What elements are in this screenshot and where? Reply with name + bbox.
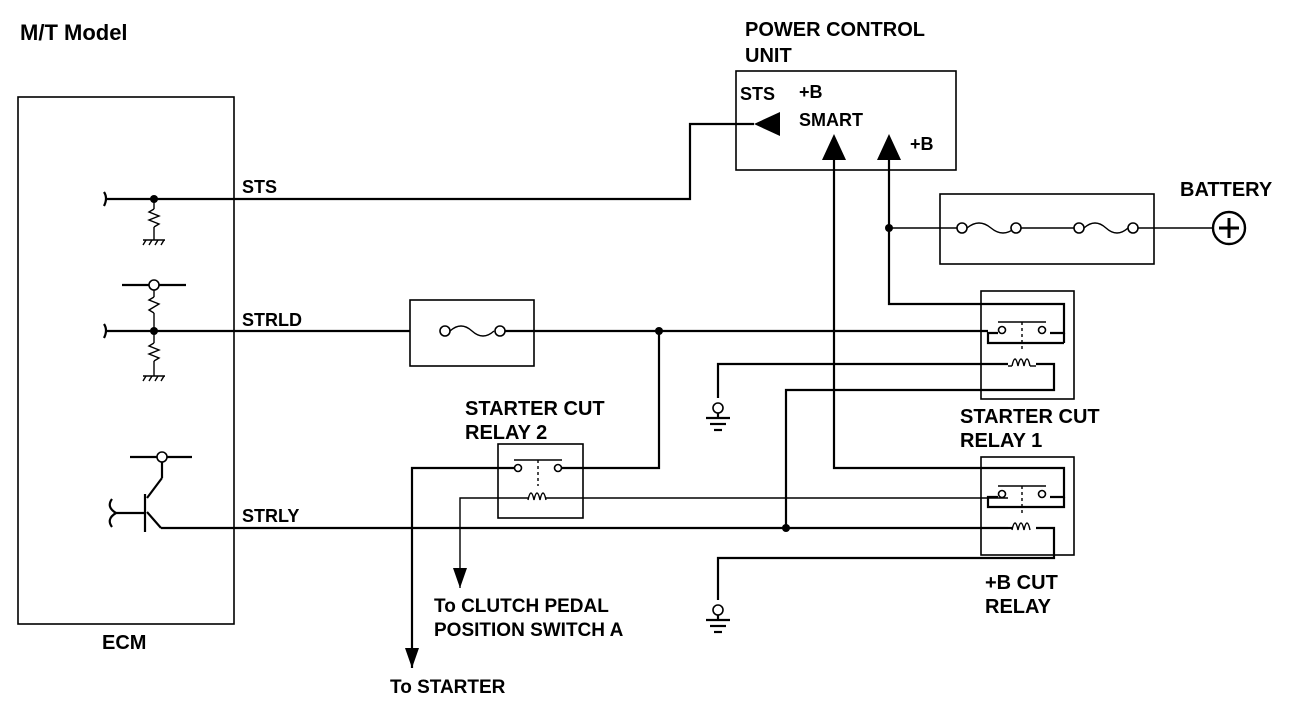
relay-icon (997, 485, 1047, 531)
ecm-strld-terminal: STRLD (242, 310, 302, 330)
battery-label: BATTERY (1180, 179, 1273, 201)
fuse-box-strld (409, 299, 535, 367)
ground-icon (706, 604, 730, 634)
pcu-sts-terminal: STS (740, 84, 775, 104)
ecm-box (17, 96, 235, 625)
relay-icon (513, 459, 563, 501)
pcu-label-line1: POWER CONTROL (745, 19, 925, 41)
fuse-icon (966, 222, 1016, 234)
to-starter-label: To STARTER (390, 677, 506, 698)
sts-wire (234, 122, 754, 201)
fuse-box-main (939, 193, 1155, 265)
ecm: ECM (17, 96, 302, 654)
battery-fuse-block: BATTERY (939, 179, 1273, 265)
resistor-icon (147, 342, 161, 362)
strld-fuse (409, 299, 535, 367)
resistor-icon (147, 296, 161, 314)
pcu-box (735, 70, 957, 171)
transistor-icon (108, 451, 234, 532)
to-clutch-label-line1: To CLUTCH PEDAL (434, 596, 609, 617)
b-smart-wire (832, 160, 1066, 499)
ecm-label: ECM (102, 632, 146, 654)
relay-2-box (497, 443, 584, 519)
relay-1-label-line2: RELAY 1 (960, 430, 1042, 452)
to-starter-arrow-icon (405, 648, 419, 668)
power-control-unit: POWER CONTROL UNIT STS +B SMART +B (735, 19, 957, 171)
relay-2-label-line2: RELAY 2 (465, 422, 547, 444)
ecm-sts-circuit (103, 191, 234, 246)
pcu-b-terminal: +B (910, 134, 934, 154)
b-cut-relay-label-line1: +B CUT (985, 572, 1058, 594)
relay-2-label-line1: STARTER CUT (465, 398, 605, 420)
b-wire (887, 160, 1066, 335)
pcu-label-line2: UNIT (745, 45, 792, 67)
pcu-b-smart-line2: SMART (799, 110, 863, 130)
relay-1-label-line1: STARTER CUT (960, 406, 1100, 428)
pcu-b-smart-arrow-icon (822, 134, 846, 160)
b-cut-relay: +B CUT RELAY (980, 456, 1075, 618)
ecm-strld-circuit (103, 279, 234, 382)
starter-cut-relay-2: STARTER CUT RELAY 2 (465, 398, 605, 519)
fuse-icon (449, 325, 495, 337)
pcu-sts-arrow-icon (754, 112, 780, 136)
resistor-icon (147, 208, 161, 228)
pcu-b-arrow-icon (877, 134, 901, 160)
relay-icon (997, 321, 1047, 367)
relay-1-box (980, 290, 1075, 400)
fuse-icon (1083, 222, 1129, 234)
to-clutch-label-line2: POSITION SWITCH A (434, 620, 624, 641)
diagram-title: M/T Model (20, 20, 128, 45)
b-cut-relay-box (980, 456, 1075, 556)
to-clutch-arrow-icon (453, 568, 467, 588)
b-cut-relay-label-line2: RELAY (985, 596, 1052, 618)
ecm-sts-terminal: STS (242, 177, 277, 197)
ground-icon (706, 402, 730, 432)
starter-cut-relay-1: STARTER CUT RELAY 1 (960, 290, 1100, 452)
ecm-strly-terminal: STRLY (242, 506, 299, 526)
pcu-b-smart-line1: +B (799, 82, 823, 102)
to-starter-wire (410, 466, 514, 668)
